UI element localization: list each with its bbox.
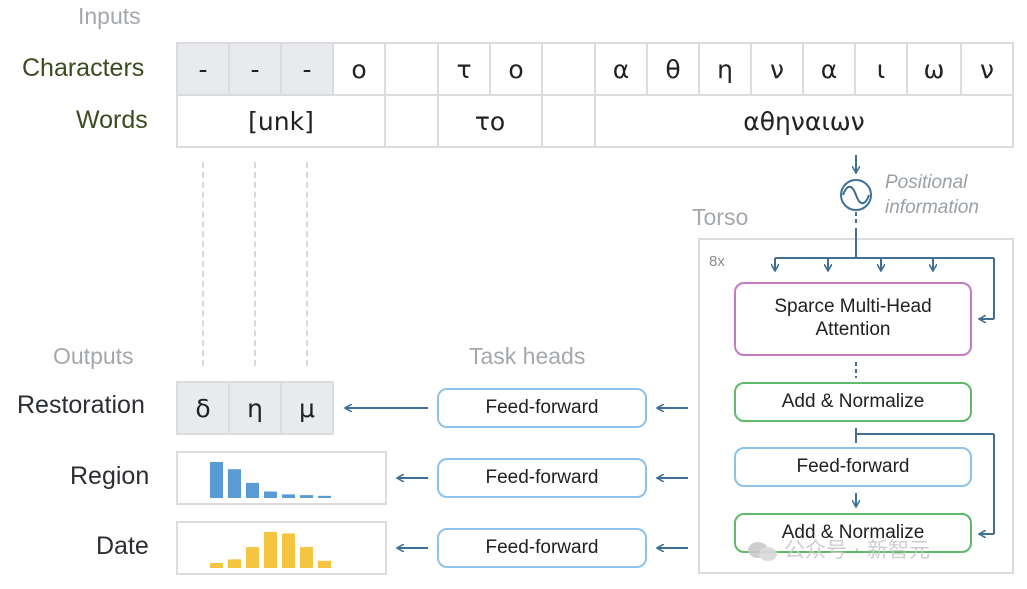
- char-cell: -: [280, 42, 334, 96]
- date-feed-forward: Feed-forward: [437, 528, 647, 568]
- wechat-icon: [748, 540, 778, 562]
- date-bar: [228, 559, 241, 568]
- task-heads-label: Task heads: [469, 343, 586, 369]
- date-bar: [318, 560, 331, 568]
- region-row-label: Region: [70, 462, 150, 490]
- positional-information-label: Positional information: [885, 171, 979, 220]
- date-bar: [264, 532, 277, 568]
- sparse-attention-block: Sparce Multi-Head Attention: [734, 282, 972, 356]
- region-histogram: [210, 462, 331, 498]
- words-row-label: Words: [76, 106, 148, 134]
- restoration-row-label: Restoration: [17, 391, 145, 419]
- restoration-feed-forward: Feed-forward: [437, 388, 647, 428]
- region-bar: [264, 491, 277, 498]
- characters-row-label: Characters: [22, 54, 145, 82]
- dashed-connector: [254, 162, 256, 366]
- region-bar: [228, 469, 241, 498]
- torso-label: Torso: [692, 204, 749, 230]
- inputs-label: Inputs: [78, 3, 141, 29]
- region-bar: [210, 462, 223, 498]
- outputs-label: Outputs: [53, 343, 134, 369]
- attention-line-2: Attention: [815, 319, 891, 340]
- torso-feed-forward-block: Feed-forward: [734, 447, 972, 487]
- region-bar: [318, 495, 331, 498]
- region-output-box: [176, 451, 387, 505]
- add-normalize-block-1: Add & Normalize: [734, 382, 972, 422]
- date-histogram: [210, 532, 331, 568]
- restoration-cell: μ: [280, 381, 334, 435]
- attention-line-1: Sparce Multi-Head: [774, 296, 932, 318]
- char-cell: -: [228, 42, 282, 96]
- date-row-label: Date: [96, 532, 149, 560]
- date-output-box: [176, 521, 387, 575]
- dashed-connector: [202, 162, 204, 366]
- dashed-connector: [306, 162, 308, 366]
- region-bar: [300, 495, 313, 498]
- repeat-count: 8x: [709, 253, 725, 270]
- positional-line-1: Positional: [885, 172, 968, 193]
- region-feed-forward: Feed-forward: [437, 458, 647, 498]
- region-bar: [282, 494, 295, 498]
- word-cell: [unk]: [176, 94, 386, 148]
- positional-line-2: information: [885, 196, 979, 218]
- positional-encoding-icon: [840, 179, 872, 211]
- word-cell: αθηναιων: [594, 94, 1014, 148]
- restoration-cell: η: [228, 381, 282, 435]
- watermark-text: 公众号 · 新智元: [784, 538, 931, 562]
- watermark: 公众号 · 新智元: [748, 534, 930, 564]
- add-normalize-block-2: Add & Normalize: [734, 513, 972, 553]
- date-bar: [300, 547, 313, 568]
- date-bar: [246, 547, 259, 568]
- date-bar: [282, 533, 295, 568]
- date-bar: [210, 562, 223, 568]
- region-bar: [246, 482, 259, 498]
- word-cell: το: [437, 94, 543, 148]
